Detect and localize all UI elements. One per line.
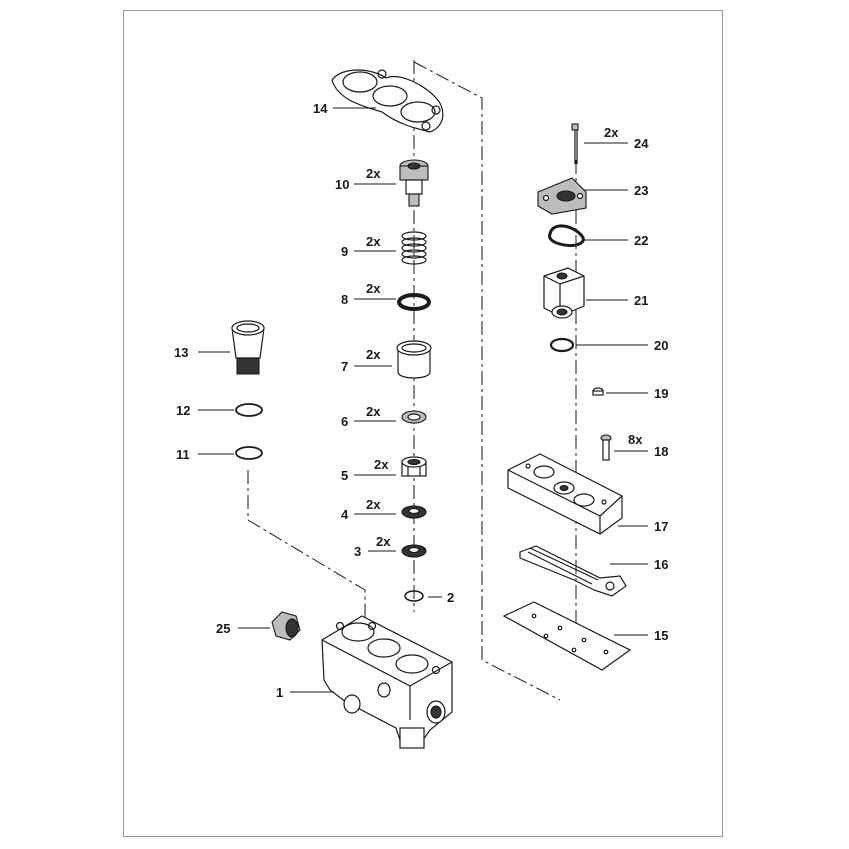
part-5-cage	[401, 456, 427, 477]
callout-16: 16	[654, 557, 668, 572]
callout-7-qty: 2x	[366, 347, 381, 362]
part-7-cup	[396, 340, 432, 379]
assembly-axes	[247, 60, 577, 701]
callout-18-qty: 8x	[628, 432, 643, 447]
part-16-gasket	[519, 545, 627, 597]
callout-11: 11	[176, 447, 190, 462]
callout-14: 14	[313, 101, 328, 116]
part-18-bolt	[600, 434, 612, 461]
callout-8-qty: 2x	[366, 281, 381, 296]
part-13-plug	[231, 320, 265, 375]
part-3-seal	[401, 544, 427, 558]
callout-10-qty: 2x	[366, 166, 381, 181]
callout-20: 20	[654, 338, 668, 353]
callout-12: 12	[176, 403, 190, 418]
callout-3: 3	[354, 544, 361, 559]
part-12-ring	[235, 403, 263, 417]
callout-17: 17	[654, 519, 668, 534]
right-axis	[413, 61, 561, 701]
part-6-washer	[401, 410, 427, 424]
callout-7: 7	[341, 359, 348, 374]
part-1-pump-head	[321, 615, 453, 749]
callout-8: 8	[341, 292, 348, 307]
drawing-border	[123, 10, 723, 837]
callout-19: 19	[654, 386, 668, 401]
part-19-cap	[592, 387, 604, 396]
part-11-ring	[235, 446, 263, 460]
part-2-ring	[404, 590, 424, 602]
left-axis	[247, 470, 366, 628]
part-10-valve	[399, 159, 429, 207]
callout-2: 2	[447, 590, 454, 605]
callout-1: 1	[276, 685, 283, 700]
callout-9: 9	[341, 244, 348, 259]
part-14-gasket	[331, 69, 444, 133]
callout-9-qty: 2x	[366, 234, 381, 249]
part-8-oring	[397, 293, 431, 311]
callout-22: 22	[634, 233, 648, 248]
callout-18: 18	[654, 444, 668, 459]
part-22-seal	[548, 224, 585, 248]
part-4-seal	[401, 505, 427, 519]
callout-10: 10	[335, 177, 349, 192]
callout-21: 21	[634, 293, 648, 308]
callout-4-qty: 2x	[366, 497, 381, 512]
callout-13: 13	[174, 345, 188, 360]
callout-5: 5	[341, 468, 348, 483]
callout-24-qty: 2x	[604, 125, 619, 140]
leader-lines	[198, 107, 648, 693]
callout-4: 4	[341, 507, 349, 522]
callout-labels: 1 2 3 2x 4 2x 5 2x 6 2x 7 2x 8 2x 9 2x 1…	[174, 101, 668, 700]
callout-5-qty: 2x	[374, 457, 389, 472]
callout-15: 15	[654, 628, 668, 643]
part-9-spring	[401, 231, 427, 265]
callout-25: 25	[216, 621, 230, 636]
callout-3-qty: 2x	[376, 534, 391, 549]
callout-6-qty: 2x	[366, 404, 381, 419]
part-23-cover	[537, 177, 587, 215]
part-24-screw	[571, 123, 579, 164]
part-21-valve-block	[543, 267, 585, 319]
part-15-plate	[502, 601, 632, 671]
part-17-manifold-plate	[507, 453, 623, 535]
part-25-fitting	[271, 611, 301, 641]
part-20-oring	[549, 337, 575, 353]
callout-24: 24	[634, 136, 649, 151]
callout-23: 23	[634, 183, 648, 198]
callout-6: 6	[341, 414, 348, 429]
